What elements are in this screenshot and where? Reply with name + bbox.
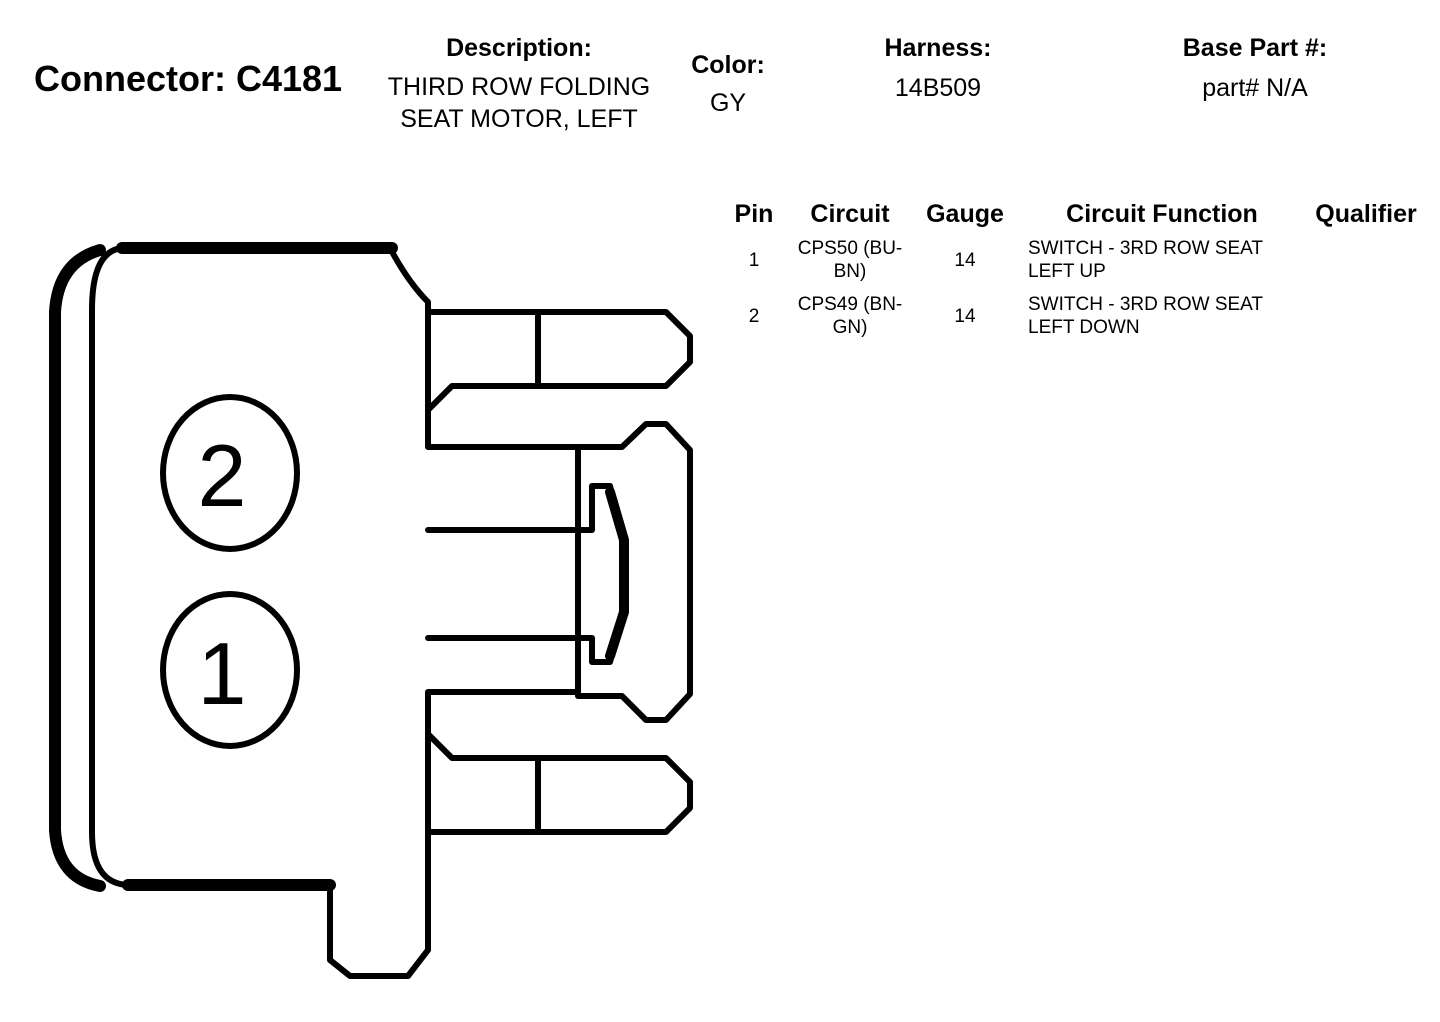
description-line-2: SEAT MOTOR, LEFT (400, 105, 638, 133)
color-label: Color: (691, 51, 765, 79)
circuit-function: SWITCH - 3RD ROW SEAT LEFT DOWN (1016, 291, 1296, 347)
column-header-circuit: Circuit (810, 200, 890, 228)
pin-number: 1 (748, 249, 760, 271)
qualifier (1296, 291, 1436, 347)
color-value: GY (709, 89, 747, 117)
description-value: THIRD ROW FOLDING SEAT MOTOR, LEFT (360, 71, 678, 135)
harness-label: Harness: (884, 34, 992, 62)
table-row: 2 CPS49 (BN- GN) 14 SWITCH - 3RD ROW SEA… (722, 291, 1436, 347)
gauge: 14 (954, 305, 976, 327)
pin-2-cavity (160, 394, 300, 552)
function-line-1: SWITCH - 3RD ROW SEAT (1028, 294, 1264, 315)
harness-value: 14B509 (894, 74, 982, 102)
circuit-line-1: CPS49 (BN- (797, 294, 903, 315)
column-header-gauge: Gauge (926, 200, 1004, 228)
connector-title: Connector: C4181 (34, 58, 343, 99)
housing-bottom-left-corner (49, 824, 106, 892)
column-header-qualifier: Qualifier (1315, 200, 1417, 228)
circuit: CPS50 (BU- BN) (786, 235, 914, 291)
column-header-circuit-function: Circuit Function (1066, 200, 1258, 228)
function-line-1: SWITCH - 3RD ROW SEAT (1028, 238, 1264, 259)
description-line-1: THIRD ROW FOLDING (387, 73, 651, 101)
column-header-pin: Pin (734, 200, 774, 228)
pin-number: 2 (748, 305, 760, 327)
circuit-function: SWITCH - 3RD ROW SEAT LEFT UP (1016, 235, 1296, 291)
pin-2-label: 2 (198, 426, 247, 525)
circuit-line-1: CPS50 (BU- (797, 238, 903, 259)
bottom-latch-arm (425, 731, 693, 835)
table-row: 1 CPS50 (BU- BN) 14 SWITCH - 3RD ROW SEA… (722, 235, 1436, 291)
circuit-line-2: GN) (832, 317, 868, 338)
function-line-2: LEFT UP (1028, 261, 1106, 282)
pin-table: Pin Circuit Gauge Circuit Function Quali… (722, 200, 1436, 347)
pin-1-label: 1 (198, 624, 247, 723)
lock-tab-center (425, 483, 627, 665)
housing-top-left-corner (49, 244, 106, 318)
connector-face-diagram: 2 1 (49, 242, 693, 979)
pin-1-cavity (160, 591, 300, 749)
lock-tab-outline (575, 421, 693, 723)
lock-tab-shading (605, 487, 629, 661)
housing-outline (89, 245, 581, 979)
circuit-line-2: BN) (833, 261, 867, 282)
pin-table-header: Pin Circuit Gauge Circuit Function Quali… (722, 200, 1436, 235)
circuit: CPS49 (BN- GN) (786, 291, 914, 347)
base-part-value: part# N/A (1202, 74, 1308, 102)
description-label: Description: (446, 34, 592, 62)
qualifier (1296, 235, 1436, 291)
top-latch-arm (425, 309, 693, 413)
function-line-2: LEFT DOWN (1028, 317, 1140, 338)
gauge: 14 (954, 249, 976, 271)
base-part-label: Base Part #: (1182, 34, 1328, 62)
